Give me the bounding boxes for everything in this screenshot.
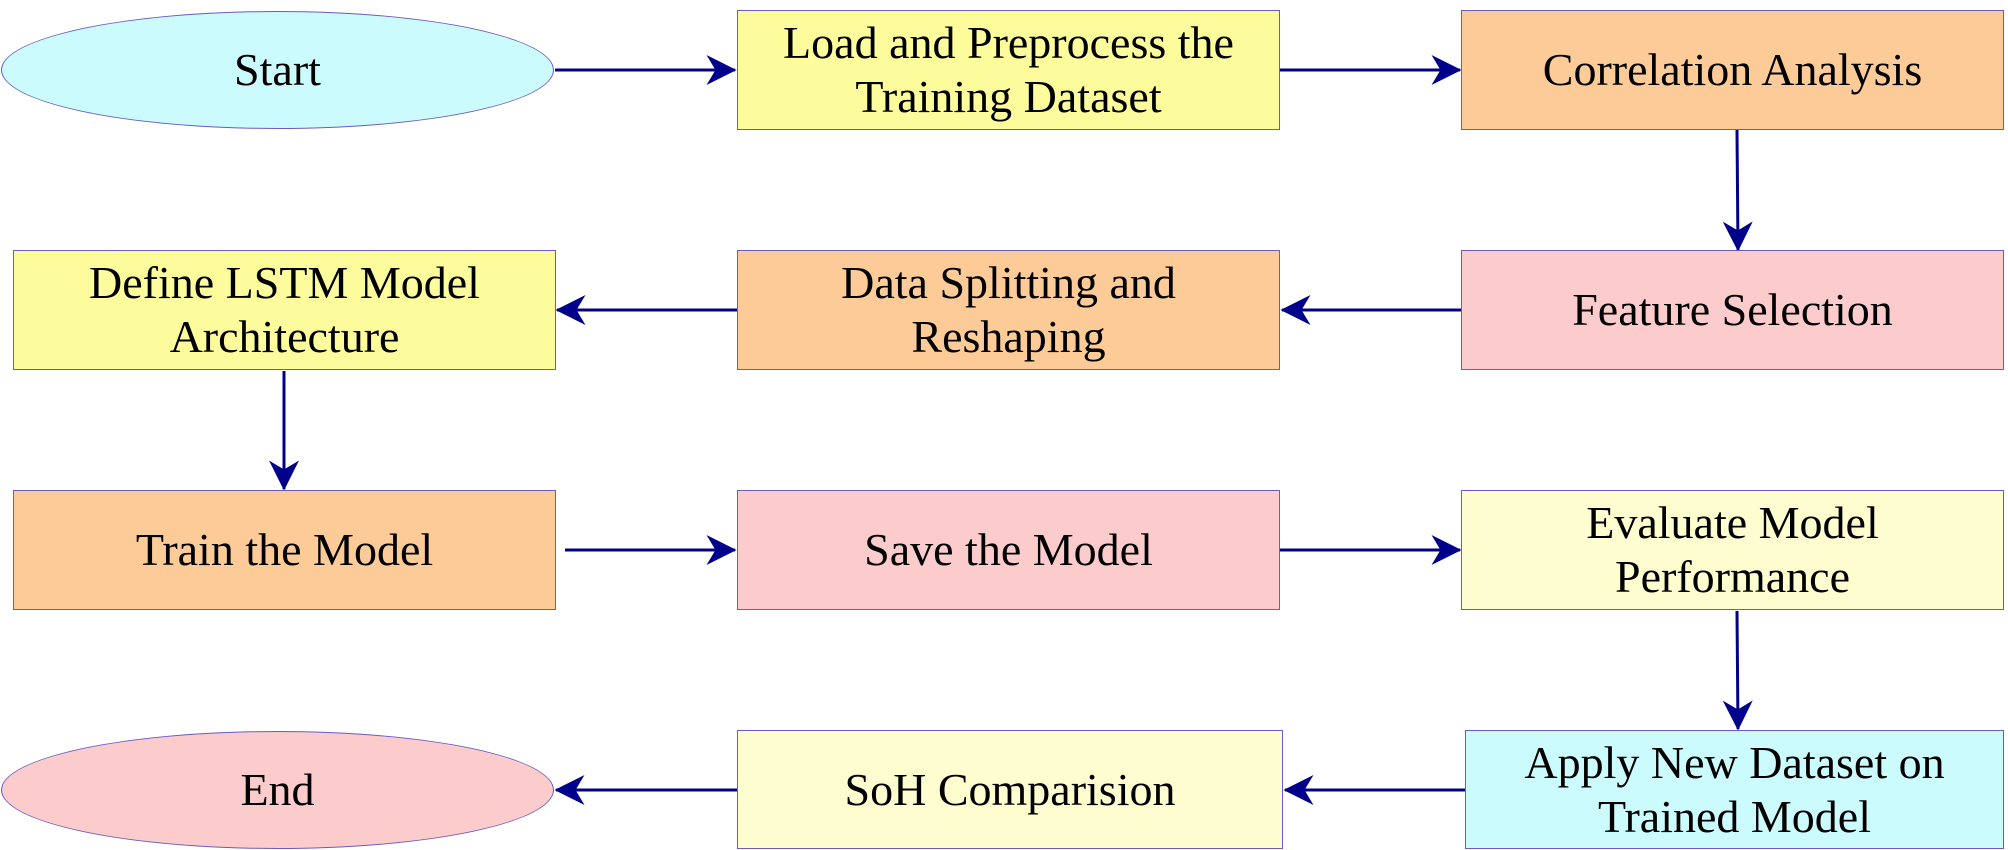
define-lstm-node: Define LSTM Model Architecture <box>13 250 556 370</box>
evaluate-model-node: Evaluate Model Performance <box>1461 490 2004 610</box>
feature-selection-node: Feature Selection <box>1461 250 2004 370</box>
start-node: Start <box>1 11 554 129</box>
soh-comparison-label: SoH Comparision <box>844 763 1176 815</box>
define-lstm-label: Define LSTM Model Architecture <box>89 257 480 362</box>
train-model-label: Train the Model <box>135 524 434 575</box>
apply-new-dataset-label: Apply New Dataset on Trained Model <box>1524 736 1945 842</box>
evaluate-model-label: Evaluate Model Performance <box>1586 497 1879 602</box>
feature-selection-label: Feature Selection <box>1572 284 1893 335</box>
arrow-evaluate-to-apply <box>1722 610 1753 731</box>
apply-new-dataset-node: Apply New Dataset on Trained Model <box>1465 730 2004 849</box>
save-model-label: Save the Model <box>864 524 1153 575</box>
data-splitting-node: Data Splitting and Reshaping <box>737 250 1280 370</box>
arrow-correlation-to-feature <box>1722 129 1753 252</box>
correlation-analysis-label: Correlation Analysis <box>1542 44 1923 95</box>
save-model-node: Save the Model <box>737 490 1280 610</box>
soh-comparison-node: SoH Comparision <box>737 730 1283 849</box>
data-splitting-label: Data Splitting and Reshaping <box>841 257 1176 362</box>
end-label: End <box>240 764 315 815</box>
start-label: Start <box>234 44 321 95</box>
load-preprocess-node: Load and Preprocess the Training Dataset <box>737 10 1280 130</box>
train-model-node: Train the Model <box>13 490 556 610</box>
load-preprocess-label: Load and Preprocess the Training Dataset <box>783 17 1234 122</box>
end-node: End <box>1 731 554 849</box>
correlation-analysis-node: Correlation Analysis <box>1461 10 2004 130</box>
